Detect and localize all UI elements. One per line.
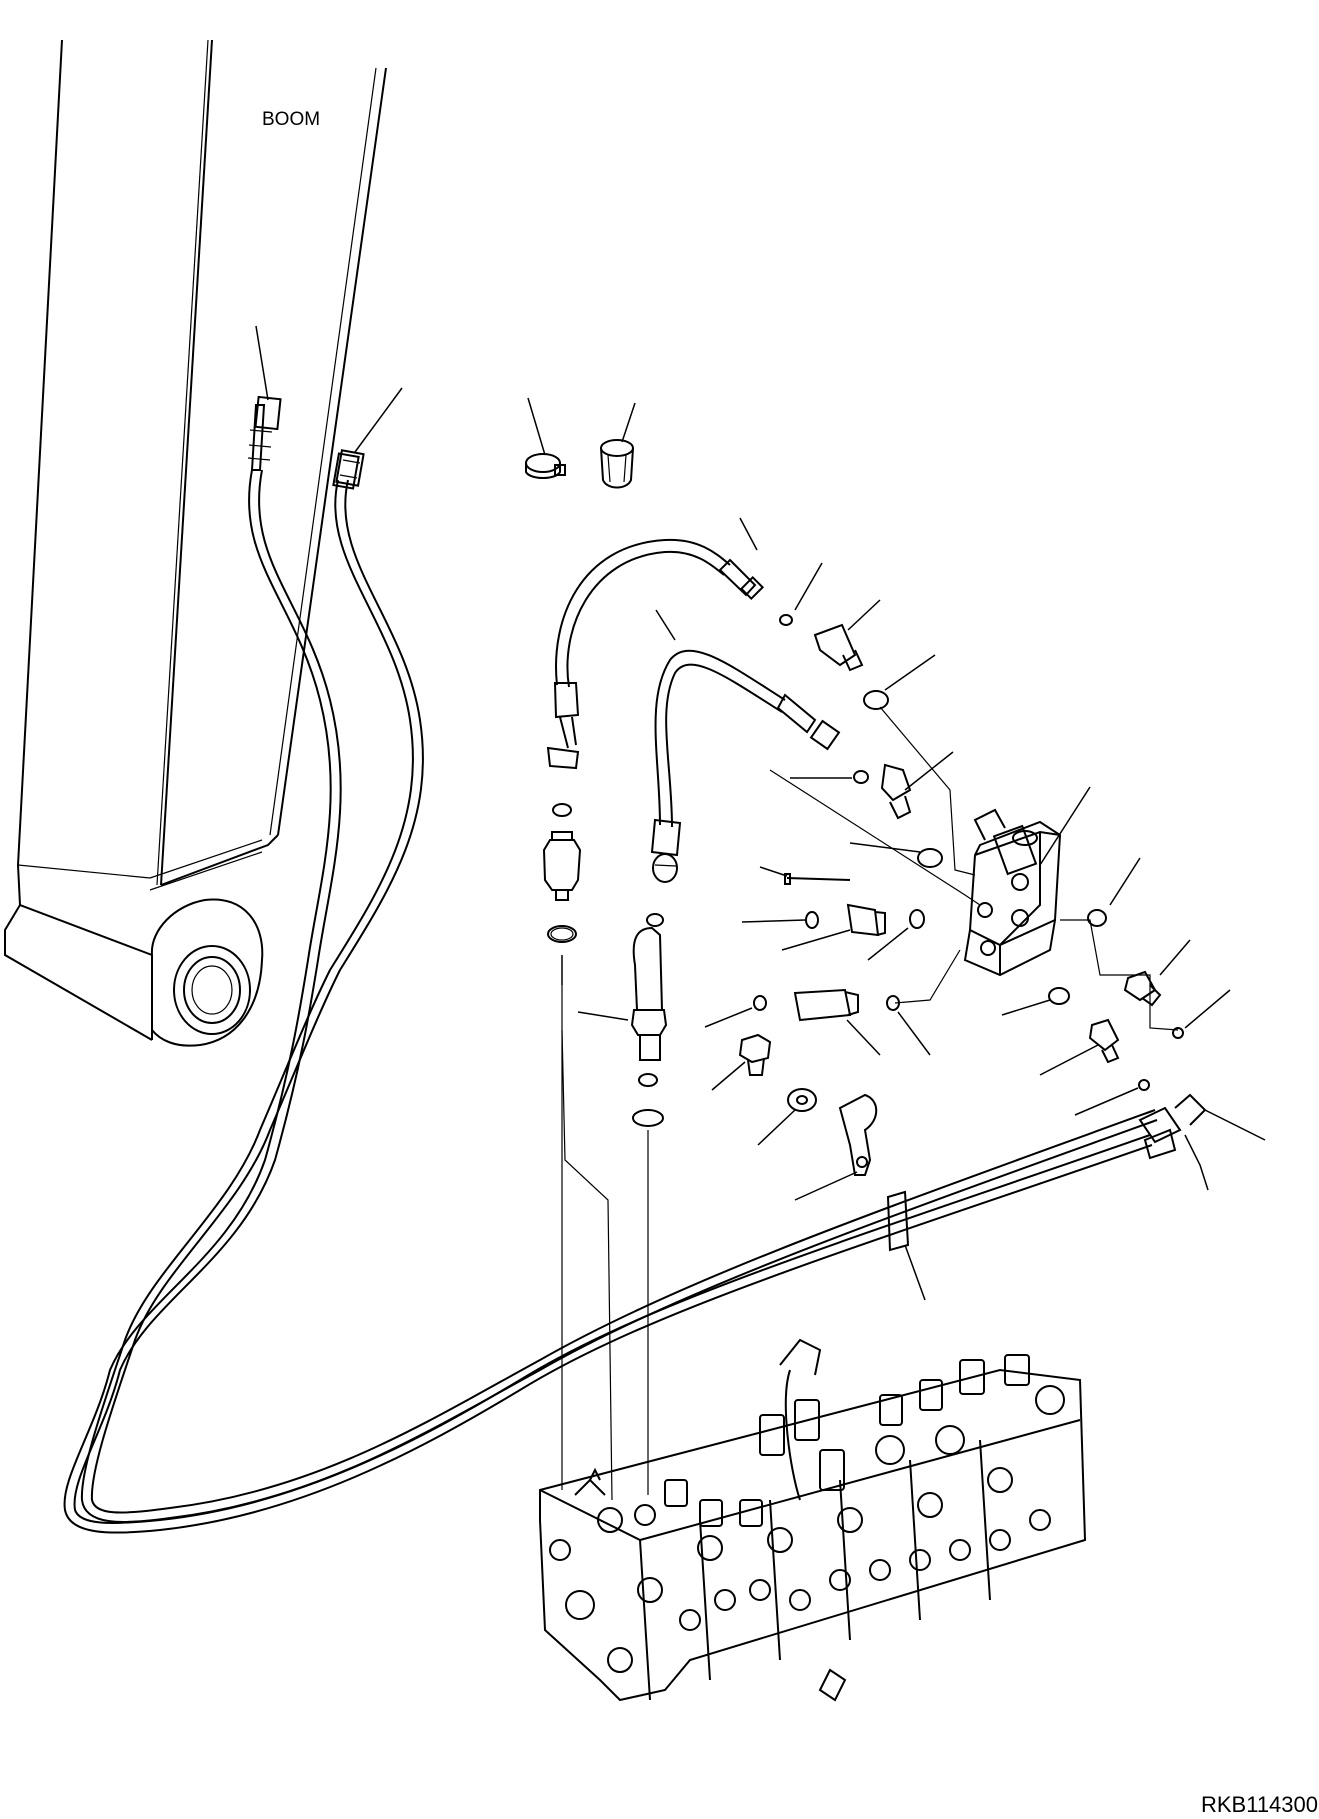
valve-block xyxy=(963,786,1091,977)
hose-clamp-part xyxy=(525,397,566,479)
leader-lines-boom xyxy=(255,325,403,453)
hose-end-fitting-b xyxy=(332,449,365,490)
o-rings-and-adapters xyxy=(704,562,1231,1146)
drawing-number: RKB114300 xyxy=(1201,1792,1318,1817)
boom-label: BOOM xyxy=(262,109,320,130)
boom-arm xyxy=(4,39,387,1047)
main-control-valve xyxy=(539,1338,1087,1702)
short-hose-right xyxy=(650,609,841,883)
routing-lines xyxy=(561,706,1179,1501)
bushing-part xyxy=(600,402,636,489)
fitting-stack-left xyxy=(542,803,582,985)
elbow-fitting xyxy=(577,913,668,1127)
hose-end-fitting-a xyxy=(247,395,282,471)
boom-hose-pair xyxy=(63,469,1158,1534)
short-hose-left xyxy=(546,517,765,770)
hose-clamp-bracket xyxy=(794,1093,1266,1301)
